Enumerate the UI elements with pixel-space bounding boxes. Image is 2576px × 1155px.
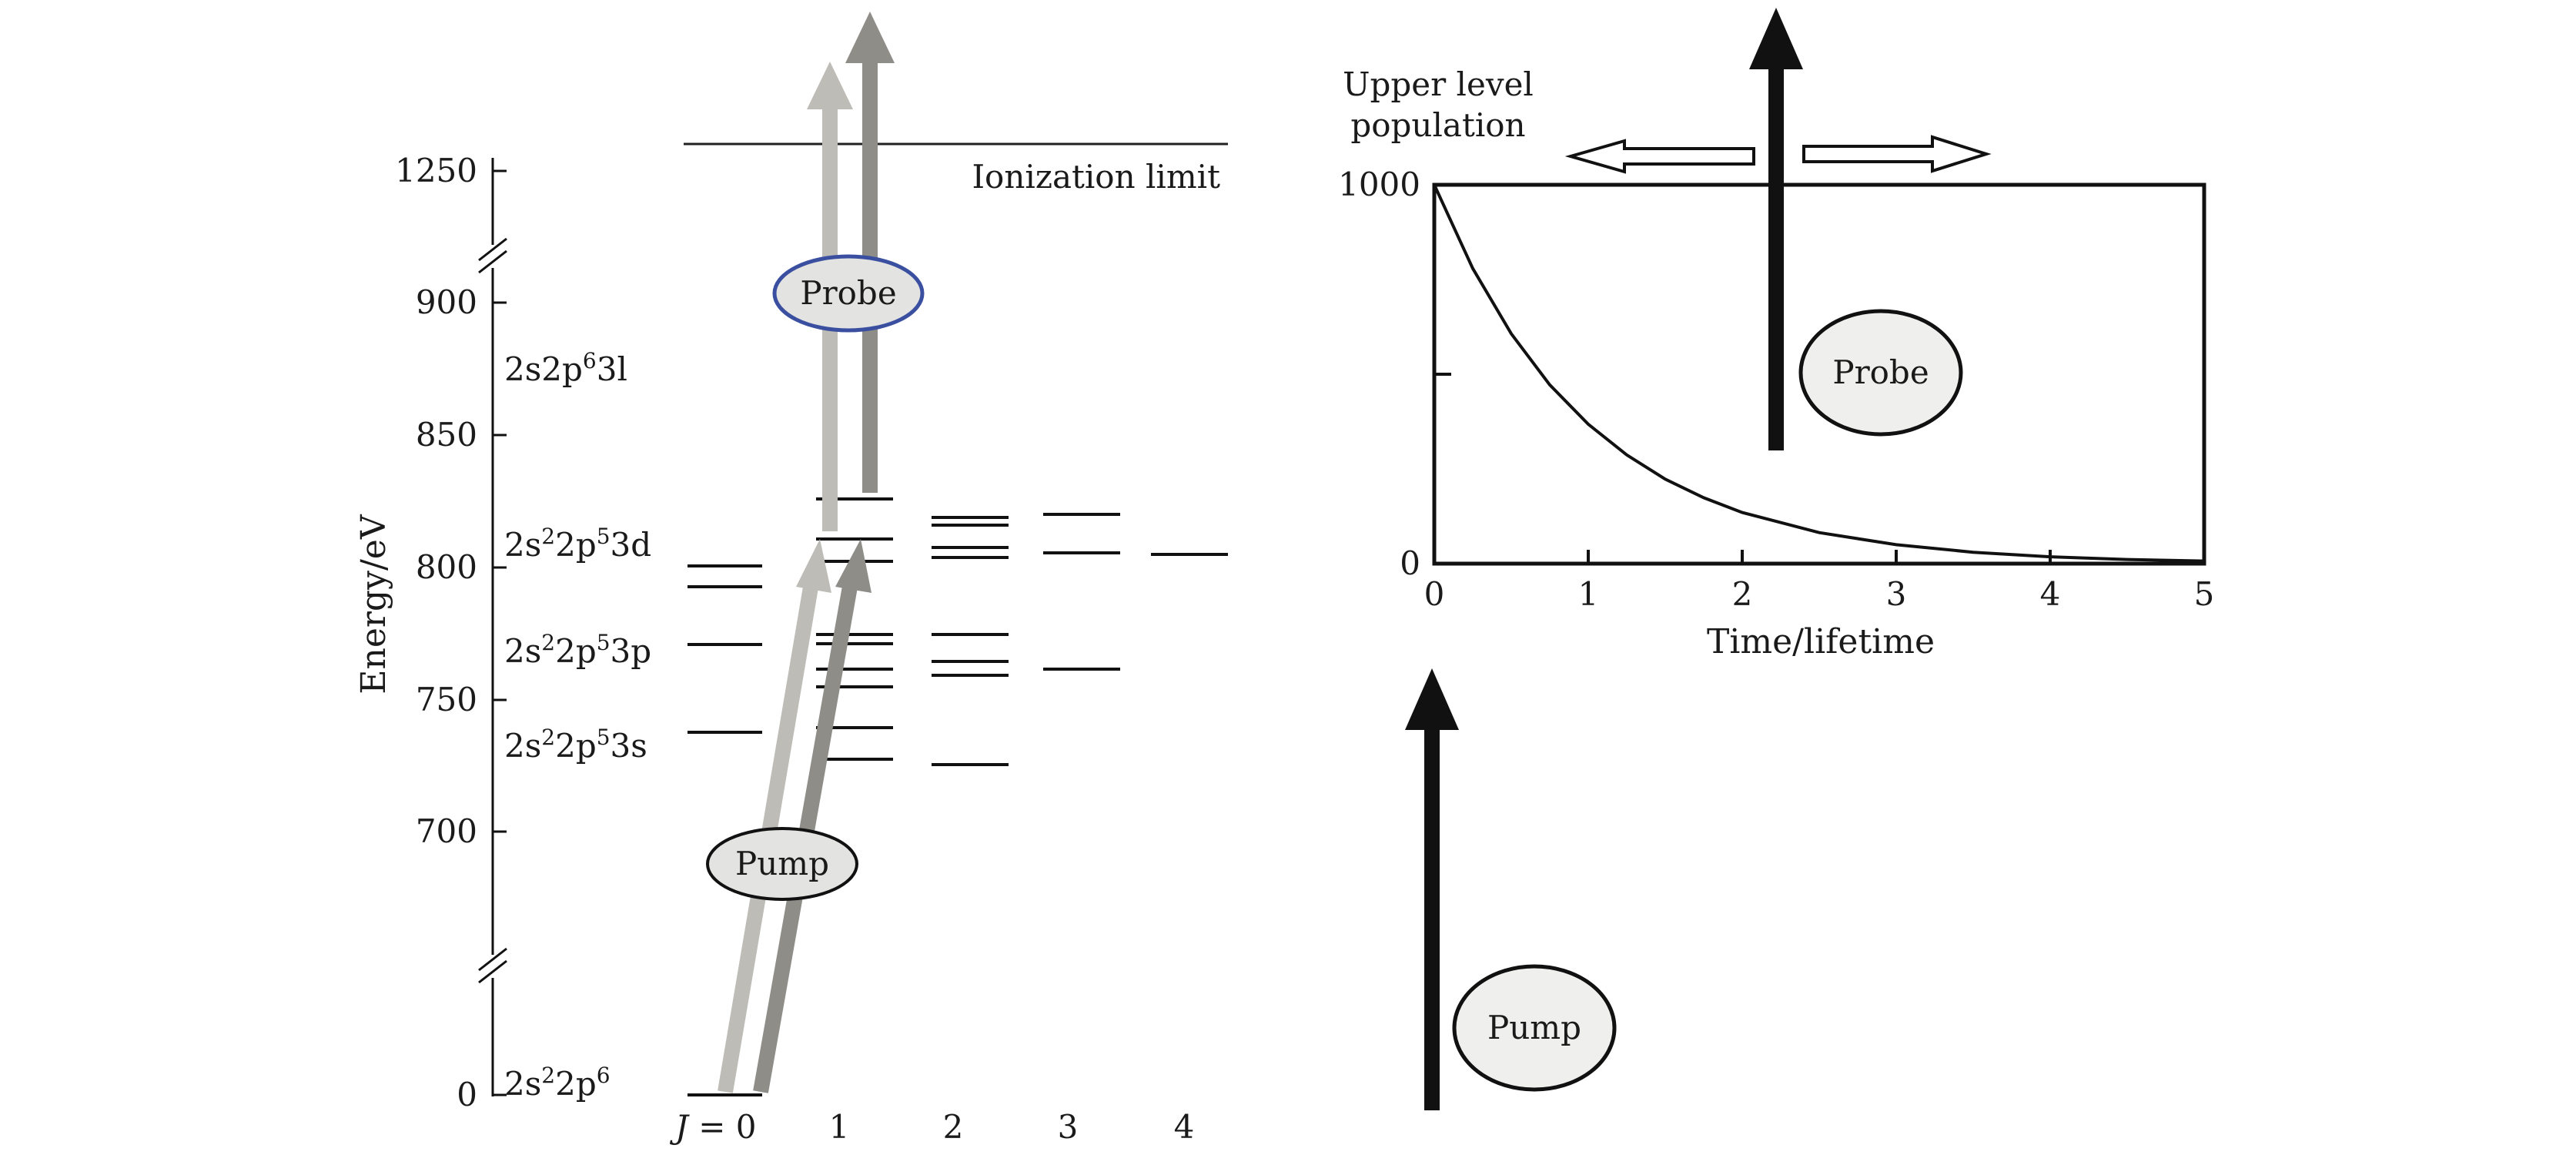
config-1-base: 2s2p [504,350,583,388]
j-eq: = 0 [688,1108,757,1146]
population-decay-plot: Upper level population 1000 0 0 1 2 3 4 … [1338,8,2214,1110]
plot-pump-bubble [1452,964,1617,1092]
energy-level-diagram: 1250 900 850 800 750 700 0 Energy/eV 2s2… [354,12,1228,1146]
config-4-sup2: 5 [597,725,611,750]
axis-break-lower-1 [478,947,507,972]
axis-break-upper-1 [478,237,507,262]
plot-probe-arrow-head [1749,8,1803,69]
config-5-base2: 2p [555,1065,597,1103]
j-label-2: 2 [943,1108,964,1146]
pump-arrow-dark-head [835,539,871,593]
config-5-sup1: 2 [541,1063,555,1088]
x-tick-marks [1587,550,2052,564]
tick-label-900: 900 [416,283,477,321]
config-4-sup1: 2 [541,725,555,750]
pump-bubble [706,827,858,901]
tick-label-0: 0 [457,1076,477,1113]
config-2-base1: 2s [504,526,541,564]
plot-probe-bubble [1798,309,1963,437]
config-3-base2: 2p [555,632,597,670]
plot-probe-arrow-shaft [1768,62,1784,450]
j-label-4: 4 [1174,1108,1195,1146]
probe-bubble [772,254,925,333]
config-label-ground: 2s22p6 [504,1063,611,1103]
decay-curve [1433,184,2205,563]
ionization-limit-label: Ionization limit [972,158,1220,196]
config-3-rest: 3p [611,632,652,670]
config-label-2s2p6-3l: 2s2p63l [504,348,627,388]
config-label-3p: 2s22p53p [504,630,651,670]
plot-pump-bubble-label: Pump [1487,1009,1581,1046]
config-4-base2: 2p [555,727,597,765]
config-4-rest: 3s [611,727,647,765]
plot-pump-arrow-head [1405,668,1459,730]
levels-j3 [1043,513,1120,671]
axis-break-upper-2 [478,249,507,274]
config-1-rest: 3l [597,350,627,388]
pump-arrow-light-head [796,539,831,593]
plot-pump-arrow-shaft [1424,720,1440,1110]
config-2-base2: 2p [555,526,597,564]
plot-x-tick-label-3: 3 [1886,575,1907,613]
plot-y-tick-label-1000: 1000 [1338,166,1420,203]
config-1-sup: 6 [583,348,597,373]
plot-x-tick-label-0: 0 [1424,575,1445,613]
tick-label-700: 700 [416,812,477,850]
config-label-3s: 2s22p53s [504,725,647,765]
energy-axis-label: Energy/eV [354,514,393,694]
config-5-base1: 2s [504,1065,541,1103]
j-label-1: 1 [829,1108,850,1146]
probe-arrow-light-head [807,62,853,109]
config-label-3d: 2s22p53d [504,524,651,564]
j-label-3: 3 [1058,1108,1079,1146]
probe-bubble-label: Probe [800,274,896,312]
config-3-sup1: 2 [541,630,555,655]
j-prefix: J [669,1108,690,1146]
tick-label-800: 800 [416,548,477,586]
plot-x-tick-label-2: 2 [1732,575,1753,613]
plot-x-tick-label-4: 4 [2040,575,2061,613]
config-3-sup2: 5 [597,630,611,655]
plot-x-tick-label-1: 1 [1578,575,1599,613]
plot-xlabel: Time/lifetime [1707,622,1935,661]
plot-ylabel-line2: population [1350,106,1525,144]
config-4-base1: 2s [504,727,541,765]
config-5-sup2: 6 [597,1063,611,1088]
config-2-sup2: 5 [597,524,611,549]
config-3-base1: 2s [504,632,541,670]
tick-label-850: 850 [416,416,477,454]
probe-arrow-dark-head [845,12,895,63]
shift-right-arrow [1802,135,1992,173]
j-label-zero: J = 0 [669,1108,756,1146]
pump-bubble-label: Pump [735,845,829,882]
config-2-sup1: 2 [541,524,555,549]
tick-label-1250: 1250 [395,152,477,189]
plot-probe-bubble-label: Probe [1832,353,1929,391]
plot-ylabel-line1: Upper level [1343,65,1534,103]
plot-x-tick-label-5: 5 [2194,575,2215,613]
shift-left-arrow [1564,139,1755,174]
tick-label-750: 750 [416,681,477,718]
config-2-rest: 3d [611,526,652,564]
levels-j2 [932,516,1009,766]
plot-y-tick-label-0: 0 [1400,544,1420,582]
levels-j0 [687,564,762,1096]
axis-break-lower-2 [478,959,507,984]
